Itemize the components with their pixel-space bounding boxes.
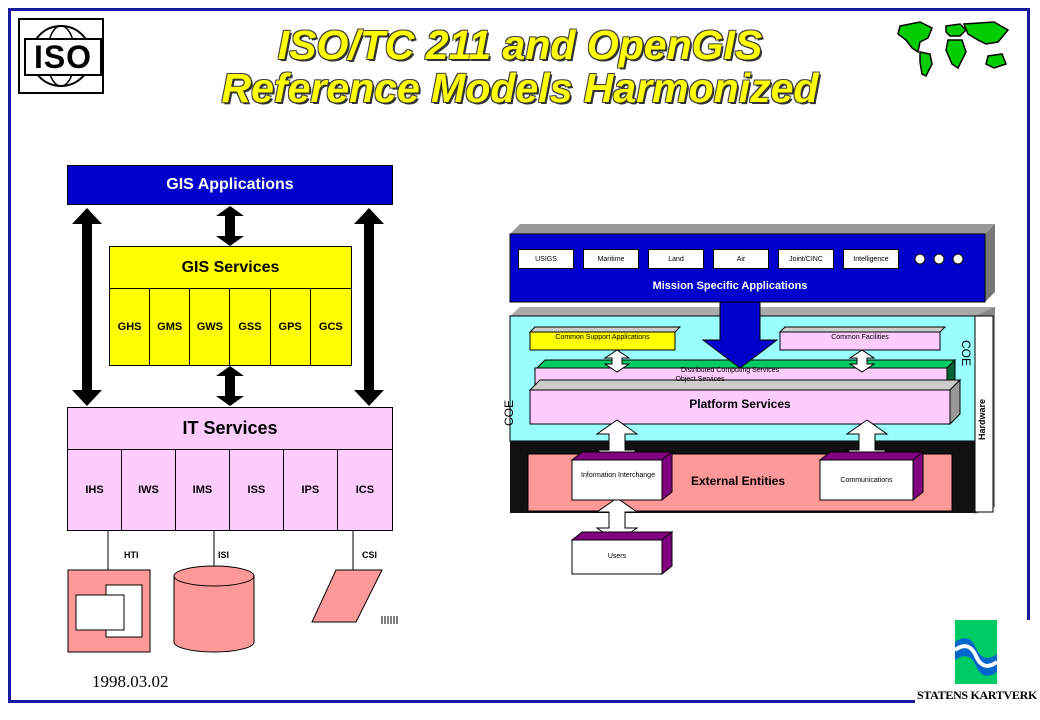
mission-item: Air <box>713 249 769 269</box>
iso-logo-text: ISO <box>24 38 102 76</box>
it-cell: IMS <box>176 450 230 530</box>
mission-item: Maritime <box>583 249 639 269</box>
communication-icon <box>311 569 398 624</box>
gis-cell: GSS <box>230 289 271 365</box>
it-cell: IHS <box>68 450 122 530</box>
it-cell: ISS <box>230 450 284 530</box>
gis-cell: GMS <box>150 289 191 365</box>
gis-services-row: GHS GMS GWS GSS GPS GCS <box>109 288 352 366</box>
title-line-2: Reference Models Harmonized <box>221 65 819 111</box>
database-icon <box>173 565 255 653</box>
coe-right-label: COE <box>959 340 973 367</box>
slide-title: ISO/TC 211 and OpenGIS Reference Models … <box>130 24 910 110</box>
communications-label: Communications <box>840 477 893 484</box>
object-services-label: Object Services <box>675 376 725 383</box>
down-arrow-icon <box>701 301 779 369</box>
kartverk-wave-icon <box>955 620 997 684</box>
common-facilities-label: Common Facilities <box>831 334 889 341</box>
iso-logo: ISO <box>18 18 104 94</box>
hardware-label: Hardware <box>977 398 987 440</box>
statens-kartverk-logo: STATENS KARTVERK <box>915 620 1038 708</box>
mission-item: Joint/CINC <box>778 249 834 269</box>
mission-item: Land <box>648 249 704 269</box>
gis-cell: GWS <box>190 289 231 365</box>
mission-items: USIGS Maritime Land Air Joint/CINC Intel… <box>518 249 908 269</box>
gis-cell: GHS <box>110 289 151 365</box>
double-arrow-icon <box>354 208 384 406</box>
coe-left-label: COE <box>502 399 516 426</box>
title-line-1: ISO/TC 211 and OpenGIS <box>277 22 763 68</box>
interface-label-csi: CSI <box>362 550 378 560</box>
it-cell: IPS <box>284 450 338 530</box>
gis-cell: GCS <box>318 321 343 333</box>
it-cell: IWS <box>122 450 176 530</box>
information-interchange-label: Information Interchange <box>581 472 655 479</box>
gis-applications-label: GIS Applications <box>166 176 294 193</box>
double-arrow-icon <box>72 208 102 406</box>
interfaces-area <box>67 530 398 653</box>
terminal-icon <box>67 569 151 653</box>
left-arrows <box>72 206 384 406</box>
it-cell: ICS <box>355 484 375 496</box>
it-services-label: IT Services <box>182 418 278 438</box>
slide-frame <box>8 8 1030 703</box>
common-support-label: Common Support Applications <box>555 334 650 341</box>
kartverk-brand: STATENS KARTVERK <box>917 688 1038 702</box>
mission-item: Intelligence <box>843 249 899 269</box>
gis-applications-box: GIS Applications <box>67 165 393 205</box>
users-label: Users <box>607 553 627 560</box>
coe-diagram <box>509 224 995 576</box>
platform-services-label: Platform Services <box>689 397 791 411</box>
double-arrow-icon <box>216 366 244 406</box>
gis-cell: GPS <box>271 289 311 365</box>
external-entities-label: External Entities <box>690 474 786 488</box>
mission-label: Mission Specific Applications <box>652 280 808 292</box>
interface-label-hti: HTI <box>124 550 139 560</box>
it-services-box: IT Services <box>67 407 393 450</box>
mission-item: USIGS <box>518 249 574 269</box>
slide-date: 1998.03.02 <box>92 672 169 691</box>
double-arrow-icon <box>216 206 244 246</box>
gis-services-label: GIS Services <box>181 258 280 276</box>
world-map-icon <box>890 18 1015 80</box>
it-services-row: IHS IWS IMS ISS IPS ICS <box>67 449 393 531</box>
distributed-label: Distributed Computing Services <box>680 367 780 374</box>
interface-label-isi: ISI <box>218 550 230 560</box>
more-dots-icon <box>914 253 964 265</box>
